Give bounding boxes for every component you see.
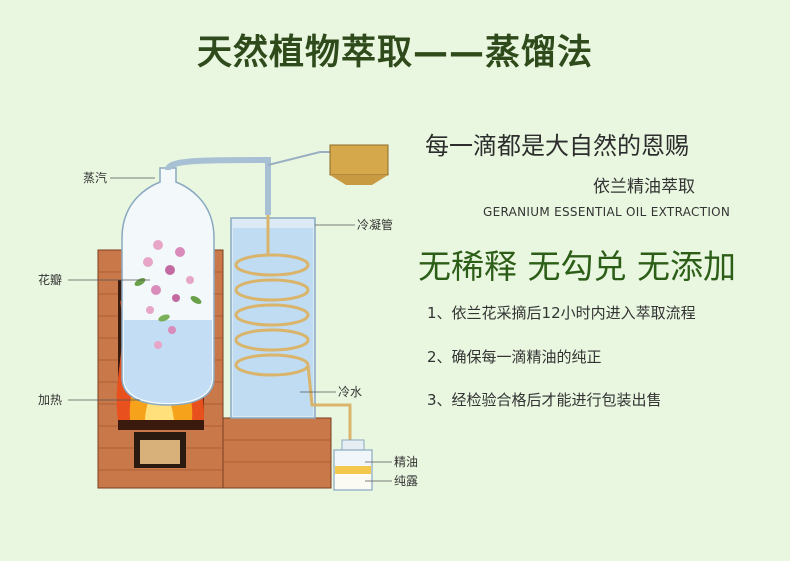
- vapor-pipe: [165, 156, 271, 215]
- label-condenser: 冷凝管: [357, 217, 393, 232]
- page-title: 天然植物萃取——蒸馏法: [196, 33, 593, 73]
- still-vessel: [121, 167, 215, 406]
- diagram-labels: 蒸汽 冷凝管 花瓣 冷水 加热 精油 纯露: [38, 170, 418, 488]
- label-essential-oil: 精油: [394, 455, 418, 469]
- label-petals: 花瓣: [38, 272, 62, 287]
- label-heating: 加热: [38, 393, 62, 407]
- label-steam: 蒸汽: [83, 170, 107, 185]
- collection-bottle: [333, 439, 373, 491]
- condenser-tank: [230, 215, 352, 440]
- label-hydrosol: 纯露: [394, 474, 418, 488]
- flower-petals: [134, 240, 202, 349]
- water-inlet: [267, 144, 389, 185]
- label-cold-water: 冷水: [338, 385, 362, 399]
